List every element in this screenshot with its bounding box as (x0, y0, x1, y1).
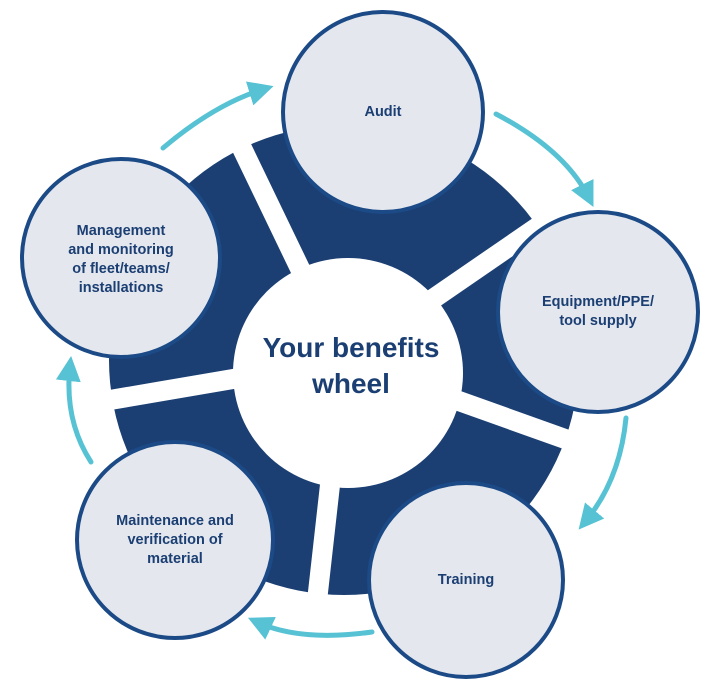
node-label-training: Training (386, 560, 546, 600)
node-circle-audit (281, 10, 485, 214)
center-title-line-2: wheel (312, 368, 390, 399)
arrow-management-to-audit (160, 81, 274, 151)
node-management-line-4: installations (78, 280, 164, 296)
arrow-audit-to-equipment (493, 111, 594, 207)
node-equipment-line-2: tool supply (559, 313, 637, 329)
center-title: Your benefits wheel (226, 330, 476, 402)
node-circle-training (367, 481, 565, 679)
arrow-training-to-maintenance (247, 616, 375, 640)
node-management-line-2: and monitoring (68, 242, 174, 258)
node-label-management: Management and monitoring of fleet/teams… (41, 218, 201, 302)
node-label-audit: Audit (303, 92, 463, 132)
node-circle-maintenance (75, 440, 275, 640)
center-title-line-1: Your benefits (262, 332, 440, 363)
node-maintenance-line-1: Maintenance and (116, 512, 234, 529)
node-equipment-line-1: Equipment/PPE/ (542, 294, 654, 310)
node-audit-line-1: Audit (364, 103, 402, 120)
node-training-line-1: Training (437, 571, 495, 588)
node-circle-management (20, 157, 222, 359)
node-maintenance-line-2: verification of (127, 531, 223, 548)
arrow-equipment-to-training (578, 415, 629, 530)
center-circle (233, 258, 463, 488)
node-circles (20, 10, 700, 679)
node-circle-equipment (496, 210, 700, 414)
cycle-arrows (55, 81, 629, 640)
node-label-equipment: Equipment/PPE/ tool supply (513, 290, 683, 334)
arrow-maintenance-to-management (55, 356, 94, 465)
node-label-maintenance: Maintenance and verification of material (95, 508, 255, 572)
node-management-line-1: Management (76, 223, 166, 239)
node-management-line-3: of fleet/teams/ (72, 261, 170, 277)
node-maintenance-line-3: material (147, 550, 203, 567)
